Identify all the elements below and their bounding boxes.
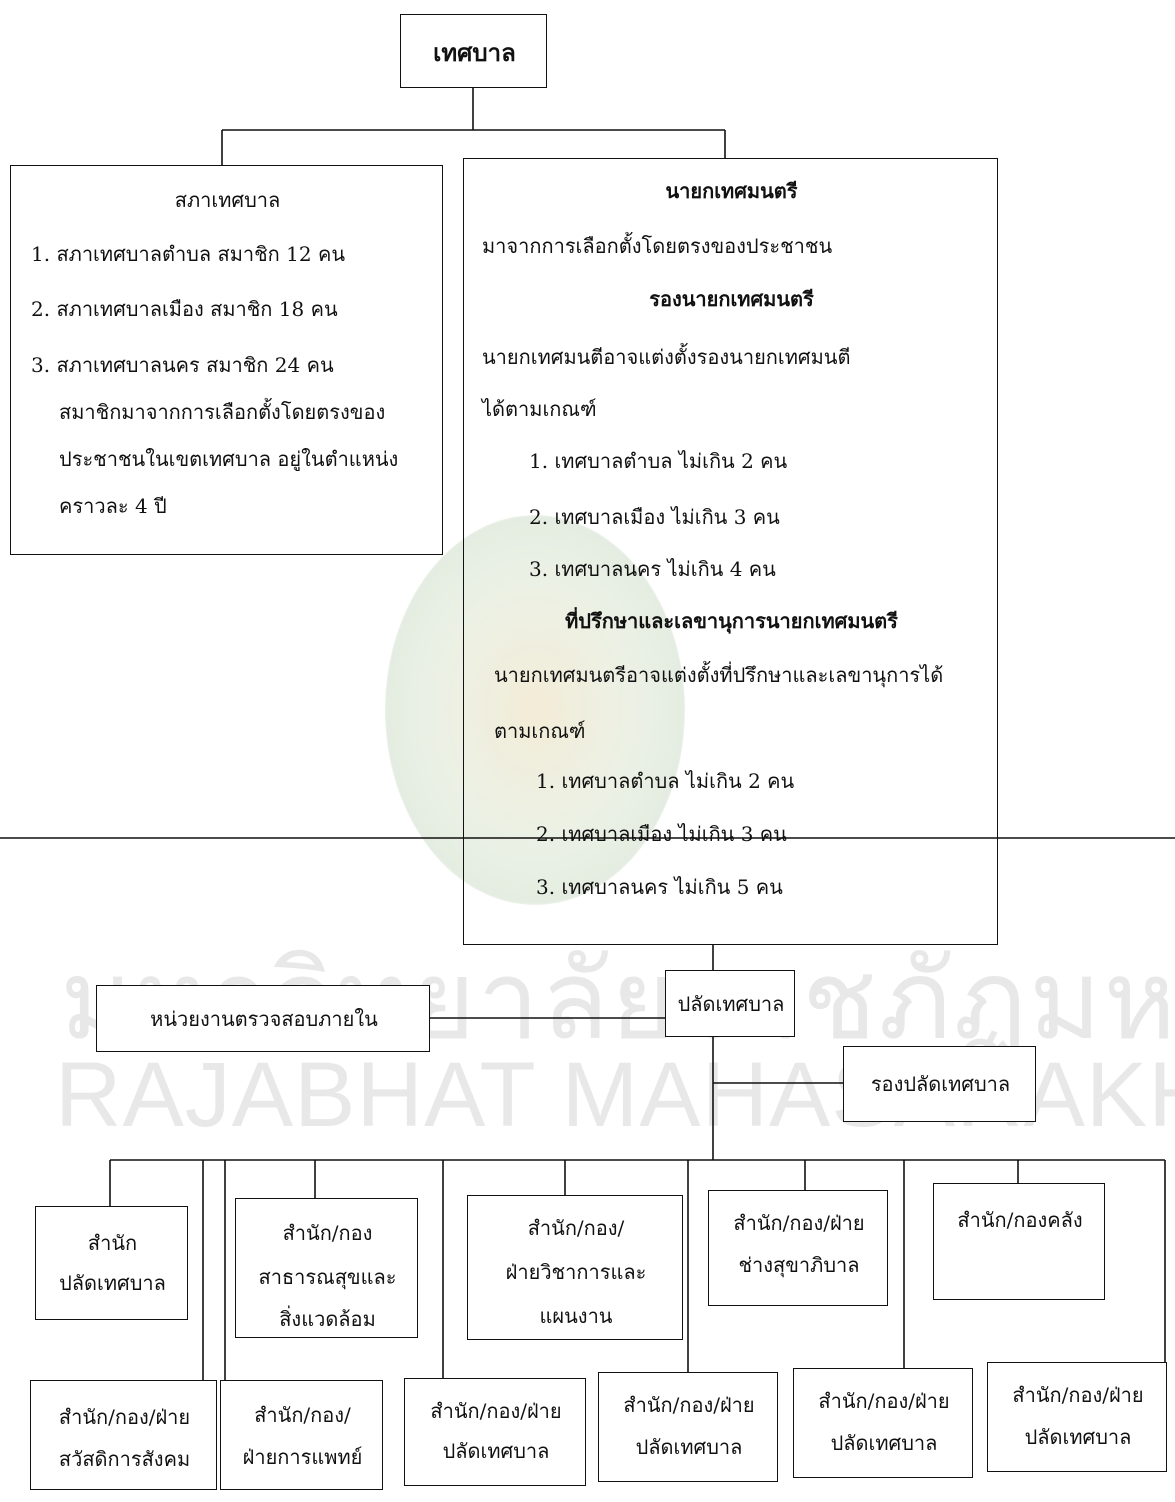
advisor-item-3: 3. เทศบาลนคร ไม่เกิน 5 คน [536,875,783,899]
row2-box-social-welfare-line-1: สำนัก/กอง/ฝ่าย [58,1405,191,1429]
deputy-mayor-item-1: 1. เทศบาลตำบล ไม่เกิน 2 คน [529,449,788,473]
row1-box-public-health-line-3: สิ่งแวดล้อม [279,1307,376,1331]
row2-box-medical-line-1: สำนัก/กอง/ [254,1403,351,1427]
council-title: สภาเทศบาล [174,188,281,212]
root-title: เทศบาล [433,38,516,67]
root-box-municipality: เทศบาล [400,14,547,88]
row2-box-clerk-division-2-line-1: สำนัก/กอง/ฝ่าย [623,1393,755,1417]
advisor-title: ที่ปรึกษาและเลขานุการนายกเทศมนตรี [565,609,898,633]
row2-box-medical-line-2: ฝ่ายการแพทย์ [242,1445,363,1469]
mayor-subtitle: มาจากการเลือกตั้งโดยตรงของประชาชน [482,234,833,258]
row1-box-clerk-office-line-1: สำนัก [87,1231,138,1255]
deputy-mayor-title: รองนายกเทศมนตรี [649,287,814,311]
advisor-text-1: นายกเทศมนตรีอาจแต่งตั้งที่ปรึกษาและเลขาน… [494,663,944,687]
row2-box-social-welfare-line-2: สวัสดิการสังคม [58,1447,191,1471]
deputy-mayor-text-2: ได้ตามเกณฑ์ [482,397,597,421]
advisor-item-2: 2. เทศบาลเมือง ไม่เกิน 3 คน [536,822,787,846]
row1-box-clerk-office: สำนัก ปลัดเทศบาล [35,1206,188,1320]
row1-box-academic-planning: สำนัก/กอง/ ฝ่ายวิชาการและ แผนงาน [467,1195,683,1340]
council-item-1: 1. สภาเทศบาลตำบล สมาชิก 12 คน [31,242,346,266]
council-item-2: 2. สภาเทศบาลเมือง สมาชิก 18 คน [31,297,338,321]
row1-box-public-health-line-1: สำนัก/กอง [282,1221,373,1245]
row2-box-clerk-division-2: สำนัก/กอง/ฝ่าย ปลัดเทศบาล [598,1372,778,1482]
row1-box-sanitation-engineering-line-1: สำนัก/กอง/ฝ่าย [733,1211,865,1235]
deputy-clerk-box: รองปลัดเทศบาล [843,1046,1036,1122]
mayor-box: นายกเทศมนตรี มาจากการเลือกตั้งโดยตรงของป… [463,158,998,945]
row1-box-clerk-office-line-2: ปลัดเทศบาล [59,1271,166,1295]
row1-box-public-health-line-2: สาธารณสุขและ [258,1265,397,1289]
mayor-title: นายกเทศมนตรี [665,179,798,203]
row2-box-medical: สำนัก/กอง/ ฝ่ายการแพทย์ [220,1380,383,1490]
row2-box-social-welfare: สำนัก/กอง/ฝ่าย สวัสดิการสังคม [30,1380,217,1490]
deputy-mayor-item-2: 2. เทศบาลเมือง ไม่เกิน 3 คน [529,505,780,529]
row2-box-clerk-division-4: สำนัก/กอง/ฝ่าย ปลัดเทศบาล [987,1362,1167,1472]
row2-box-clerk-division-4-line-2: ปลัดเทศบาล [1024,1425,1132,1449]
clerk-title: ปลัดเทศบาล [677,992,785,1016]
advisor-text-2: ตามเกณฑ์ [494,719,586,743]
row2-box-clerk-division-4-line-1: สำนัก/กอง/ฝ่าย [1012,1383,1144,1407]
row1-box-public-health: สำนัก/กอง สาธารณสุขและ สิ่งแวดล้อม [235,1198,418,1338]
clerk-box: ปลัดเทศบาล [665,970,795,1037]
university-seal-watermark [385,515,685,905]
row1-box-finance-line-1: สำนัก/กองคลัง [957,1208,1083,1232]
row2-box-clerk-division-1: สำนัก/กอง/ฝ่าย ปลัดเทศบาล [404,1378,586,1486]
row1-box-academic-planning-line-1: สำนัก/กอง/ [527,1216,625,1240]
deputy-mayor-item-3: 3. เทศบาลนคร ไม่เกิน 4 คน [529,557,776,581]
deputy-clerk-title: รองปลัดเทศบาล [870,1072,1011,1096]
council-note-line-1: สมาชิกมาจากการเลือกตั้งโดยตรงของ [59,400,386,424]
row2-box-clerk-division-3: สำนัก/กอง/ฝ่าย ปลัดเทศบาล [793,1368,973,1478]
row2-box-clerk-division-1-line-1: สำนัก/กอง/ฝ่าย [430,1399,562,1423]
row1-box-finance: สำนัก/กองคลัง [933,1183,1105,1300]
row1-box-academic-planning-line-2: ฝ่ายวิชาการและ [505,1260,647,1284]
row2-box-clerk-division-1-line-2: ปลัดเทศบาล [442,1439,550,1463]
council-item-3: 3. สภาเทศบาลนคร สมาชิก 24 คน [31,353,334,377]
row1-box-sanitation-engineering: สำนัก/กอง/ฝ่าย ช่างสุขาภิบาล [708,1190,888,1306]
council-box: สภาเทศบาล 1. สภาเทศบาลตำบล สมาชิก 12 คน … [10,165,443,555]
deputy-mayor-text-1: นายกเทศมนตีอาจแต่งตั้งรองนายกเทศมนตี [482,345,851,369]
row1-box-academic-planning-line-3: แผนงาน [539,1304,613,1328]
council-note-line-3: คราวละ 4 ปี [59,494,167,518]
row2-box-clerk-division-2-line-2: ปลัดเทศบาล [635,1435,743,1459]
internal-audit-box: หน่วยงานตรวจสอบภายใน [96,985,430,1052]
row2-box-clerk-division-3-line-2: ปลัดเทศบาล [830,1431,938,1455]
row1-box-sanitation-engineering-line-2: ช่างสุขาภิบาล [738,1253,860,1277]
internal-audit-title: หน่วยงานตรวจสอบภายใน [150,1007,378,1031]
advisor-item-1: 1. เทศบาลตำบล ไม่เกิน 2 คน [536,769,795,793]
row2-box-clerk-division-3-line-1: สำนัก/กอง/ฝ่าย [818,1389,950,1413]
council-note-line-2: ประชาชนในเขตเทศบาล อยู่ในตำแหน่ง [59,447,399,471]
